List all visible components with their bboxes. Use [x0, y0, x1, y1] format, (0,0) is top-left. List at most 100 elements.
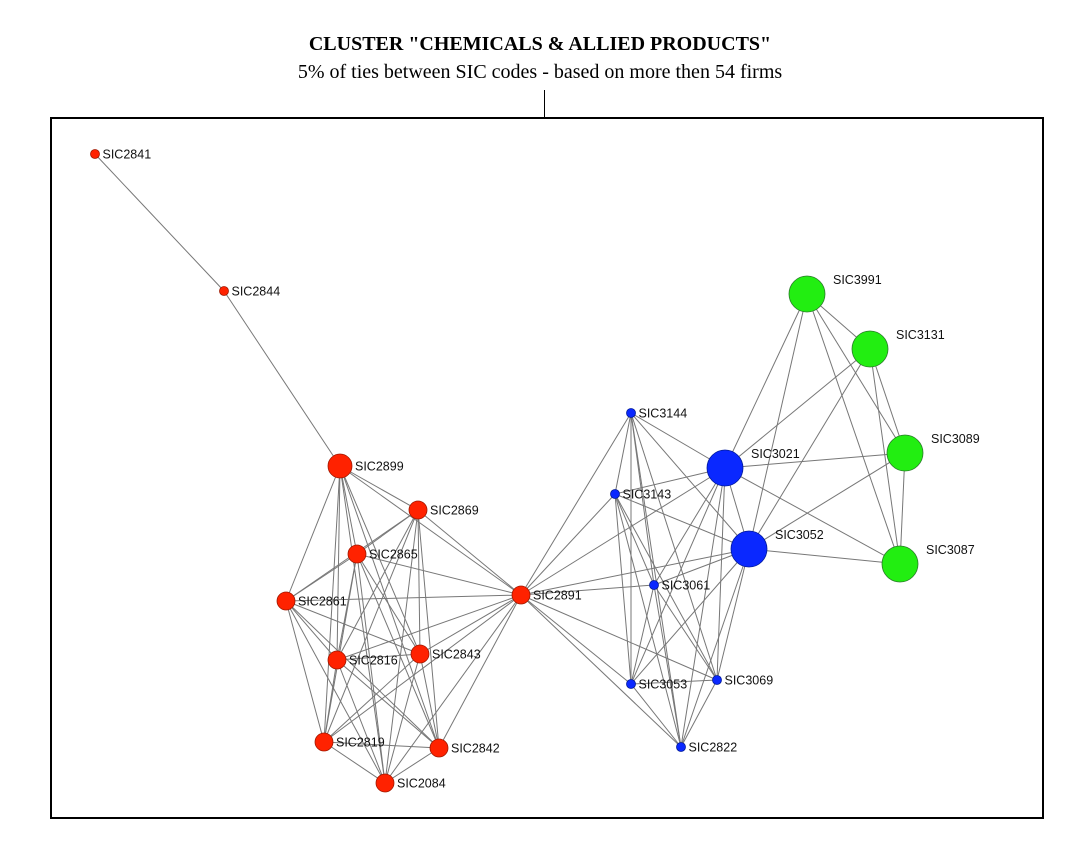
node-sic3143[interactable]: SIC3143	[610, 488, 672, 502]
edge-sic3021-sic3991	[724, 293, 808, 469]
node-circle-sic3069[interactable]	[712, 675, 722, 685]
node-label-sic2841: SIC2841	[103, 148, 152, 162]
node-sic3144[interactable]: SIC3144	[626, 407, 688, 421]
node-label-sic2822: SIC2822	[689, 741, 738, 755]
node-sic2844[interactable]: SIC2844	[219, 285, 281, 299]
node-circle-sic3143[interactable]	[610, 489, 620, 499]
node-sic2084[interactable]: SIC2084	[375, 773, 446, 793]
node-circle-sic3089[interactable]	[886, 434, 924, 472]
edge-sic2891-sic3021	[520, 467, 726, 596]
node-sic2843[interactable]: SIC2843	[410, 644, 481, 664]
node-sic3087[interactable]: SIC3087	[881, 543, 975, 583]
edge-sic3144-sic3143	[614, 412, 632, 495]
node-circle-sic2084[interactable]	[375, 773, 395, 793]
edge-sic3052-sic3991	[748, 293, 808, 550]
edge-sic3089-sic3087	[899, 452, 906, 565]
edge-sic3053-sic3021	[630, 467, 726, 685]
node-circle-sic2816[interactable]	[327, 650, 347, 670]
edge-sic2844-sic2899	[223, 290, 341, 467]
edge-sic2899-sic2819	[323, 465, 341, 743]
node-sic2869[interactable]: SIC2869	[408, 500, 479, 520]
edge-sic2819-sic2842	[323, 741, 440, 749]
edge-sic3143-sic3052	[614, 493, 750, 550]
edge-sic3069-sic3052	[716, 548, 750, 681]
node-circle-sic2819[interactable]	[314, 732, 334, 752]
node-label-sic3021: SIC3021	[751, 447, 800, 461]
node-sic2865[interactable]: SIC2865	[347, 544, 418, 564]
node-circle-sic3052[interactable]	[730, 530, 768, 568]
node-label-sic3143: SIC3143	[623, 488, 672, 502]
edge-sic2891-sic2822	[520, 594, 682, 748]
edge-sic2899-sic2861	[285, 465, 341, 602]
edge-sic2899-sic2869	[339, 465, 419, 511]
node-circle-sic2899[interactable]	[327, 453, 353, 479]
network-frame	[50, 117, 1044, 819]
edge-sic2869-sic2891	[417, 509, 522, 596]
node-circle-sic2841[interactable]	[90, 149, 100, 159]
edge-sic2869-sic2819	[323, 509, 419, 743]
node-label-sic2865: SIC2865	[369, 548, 418, 562]
node-circle-sic3087[interactable]	[881, 545, 919, 583]
node-sic2822[interactable]: SIC2822	[676, 741, 738, 755]
edge-sic2865-sic2842	[356, 553, 440, 749]
node-sic2861[interactable]: SIC2861	[276, 591, 347, 611]
node-circle-sic2842[interactable]	[429, 738, 449, 758]
title-connector-line	[544, 90, 545, 117]
edge-sic2816-sic2843	[336, 653, 421, 661]
node-sic2899[interactable]: SIC2899	[327, 453, 404, 479]
edge-sic3021-sic3089	[724, 452, 906, 469]
node-sic3089[interactable]: SIC3089	[886, 432, 980, 472]
edge-sic2861-sic2816	[285, 600, 338, 661]
diagram-subtitle: 5% of ties between SIC codes - based on …	[297, 61, 783, 83]
node-sic3069[interactable]: SIC3069	[712, 674, 774, 688]
edge-sic2819-sic2891	[323, 594, 522, 743]
node-circle-sic2844[interactable]	[219, 286, 229, 296]
node-circle-sic2861[interactable]	[276, 591, 296, 611]
node-circle-sic3131[interactable]	[851, 330, 889, 368]
node-circle-sic2843[interactable]	[410, 644, 430, 664]
node-label-sic2084: SIC2084	[397, 777, 446, 791]
edge-sic3143-sic3069	[614, 493, 718, 681]
node-label-sic2861: SIC2861	[298, 595, 347, 609]
node-circle-sic2869[interactable]	[408, 500, 428, 520]
edge-sic2861-sic2891	[285, 594, 522, 602]
edge-sic3052-sic3087	[748, 548, 901, 565]
edge-sic3052-sic3131	[748, 348, 871, 550]
node-circle-sic3144[interactable]	[626, 408, 636, 418]
node-label-sic3991: SIC3991	[833, 273, 882, 287]
node-sic3131[interactable]: SIC3131	[851, 328, 945, 368]
nodes-layer: SIC2841SIC2844SIC2899SIC2869SIC2865SIC28…	[90, 148, 980, 793]
edge-sic3143-sic3061	[614, 493, 655, 586]
node-sic3991[interactable]: SIC3991	[788, 273, 882, 313]
edge-sic2891-sic3053	[520, 594, 632, 685]
node-circle-sic3991[interactable]	[788, 275, 826, 313]
edge-sic2822-sic3021	[680, 467, 726, 748]
node-label-sic3053: SIC3053	[639, 678, 688, 692]
edge-sic2865-sic2891	[356, 553, 522, 596]
edge-sic2899-sic2084	[339, 465, 386, 784]
node-circle-sic3053[interactable]	[626, 679, 636, 689]
edge-sic3991-sic3089	[806, 293, 906, 454]
node-circle-sic2822[interactable]	[676, 742, 686, 752]
node-sic3052[interactable]: SIC3052	[730, 528, 824, 568]
node-circle-sic3021[interactable]	[706, 449, 744, 487]
node-sic2891[interactable]: SIC2891	[511, 585, 582, 605]
edge-sic3143-sic2822	[614, 493, 682, 748]
node-sic2842[interactable]: SIC2842	[429, 738, 500, 758]
edge-sic3144-sic3052	[630, 412, 750, 550]
node-circle-sic3061[interactable]	[649, 580, 659, 590]
node-circle-sic2865[interactable]	[347, 544, 367, 564]
node-sic3053[interactable]: SIC3053	[626, 678, 688, 692]
node-sic3021[interactable]: SIC3021	[706, 447, 800, 487]
node-label-sic3069: SIC3069	[725, 674, 774, 688]
node-sic3061[interactable]: SIC3061	[649, 579, 711, 593]
node-sic2819[interactable]: SIC2819	[314, 732, 385, 752]
diagram-title: CLUSTER "CHEMICALS & ALLIED PRODUCTS"	[308, 33, 772, 55]
edge-sic3144-sic2822	[630, 412, 682, 748]
node-sic2841[interactable]: SIC2841	[90, 148, 152, 162]
node-sic2816[interactable]: SIC2816	[327, 650, 398, 670]
edge-sic2869-sic2816	[336, 509, 419, 661]
edge-sic3069-sic3021	[716, 467, 726, 681]
node-circle-sic2891[interactable]	[511, 585, 531, 605]
edge-sic2843-sic2891	[419, 594, 522, 655]
